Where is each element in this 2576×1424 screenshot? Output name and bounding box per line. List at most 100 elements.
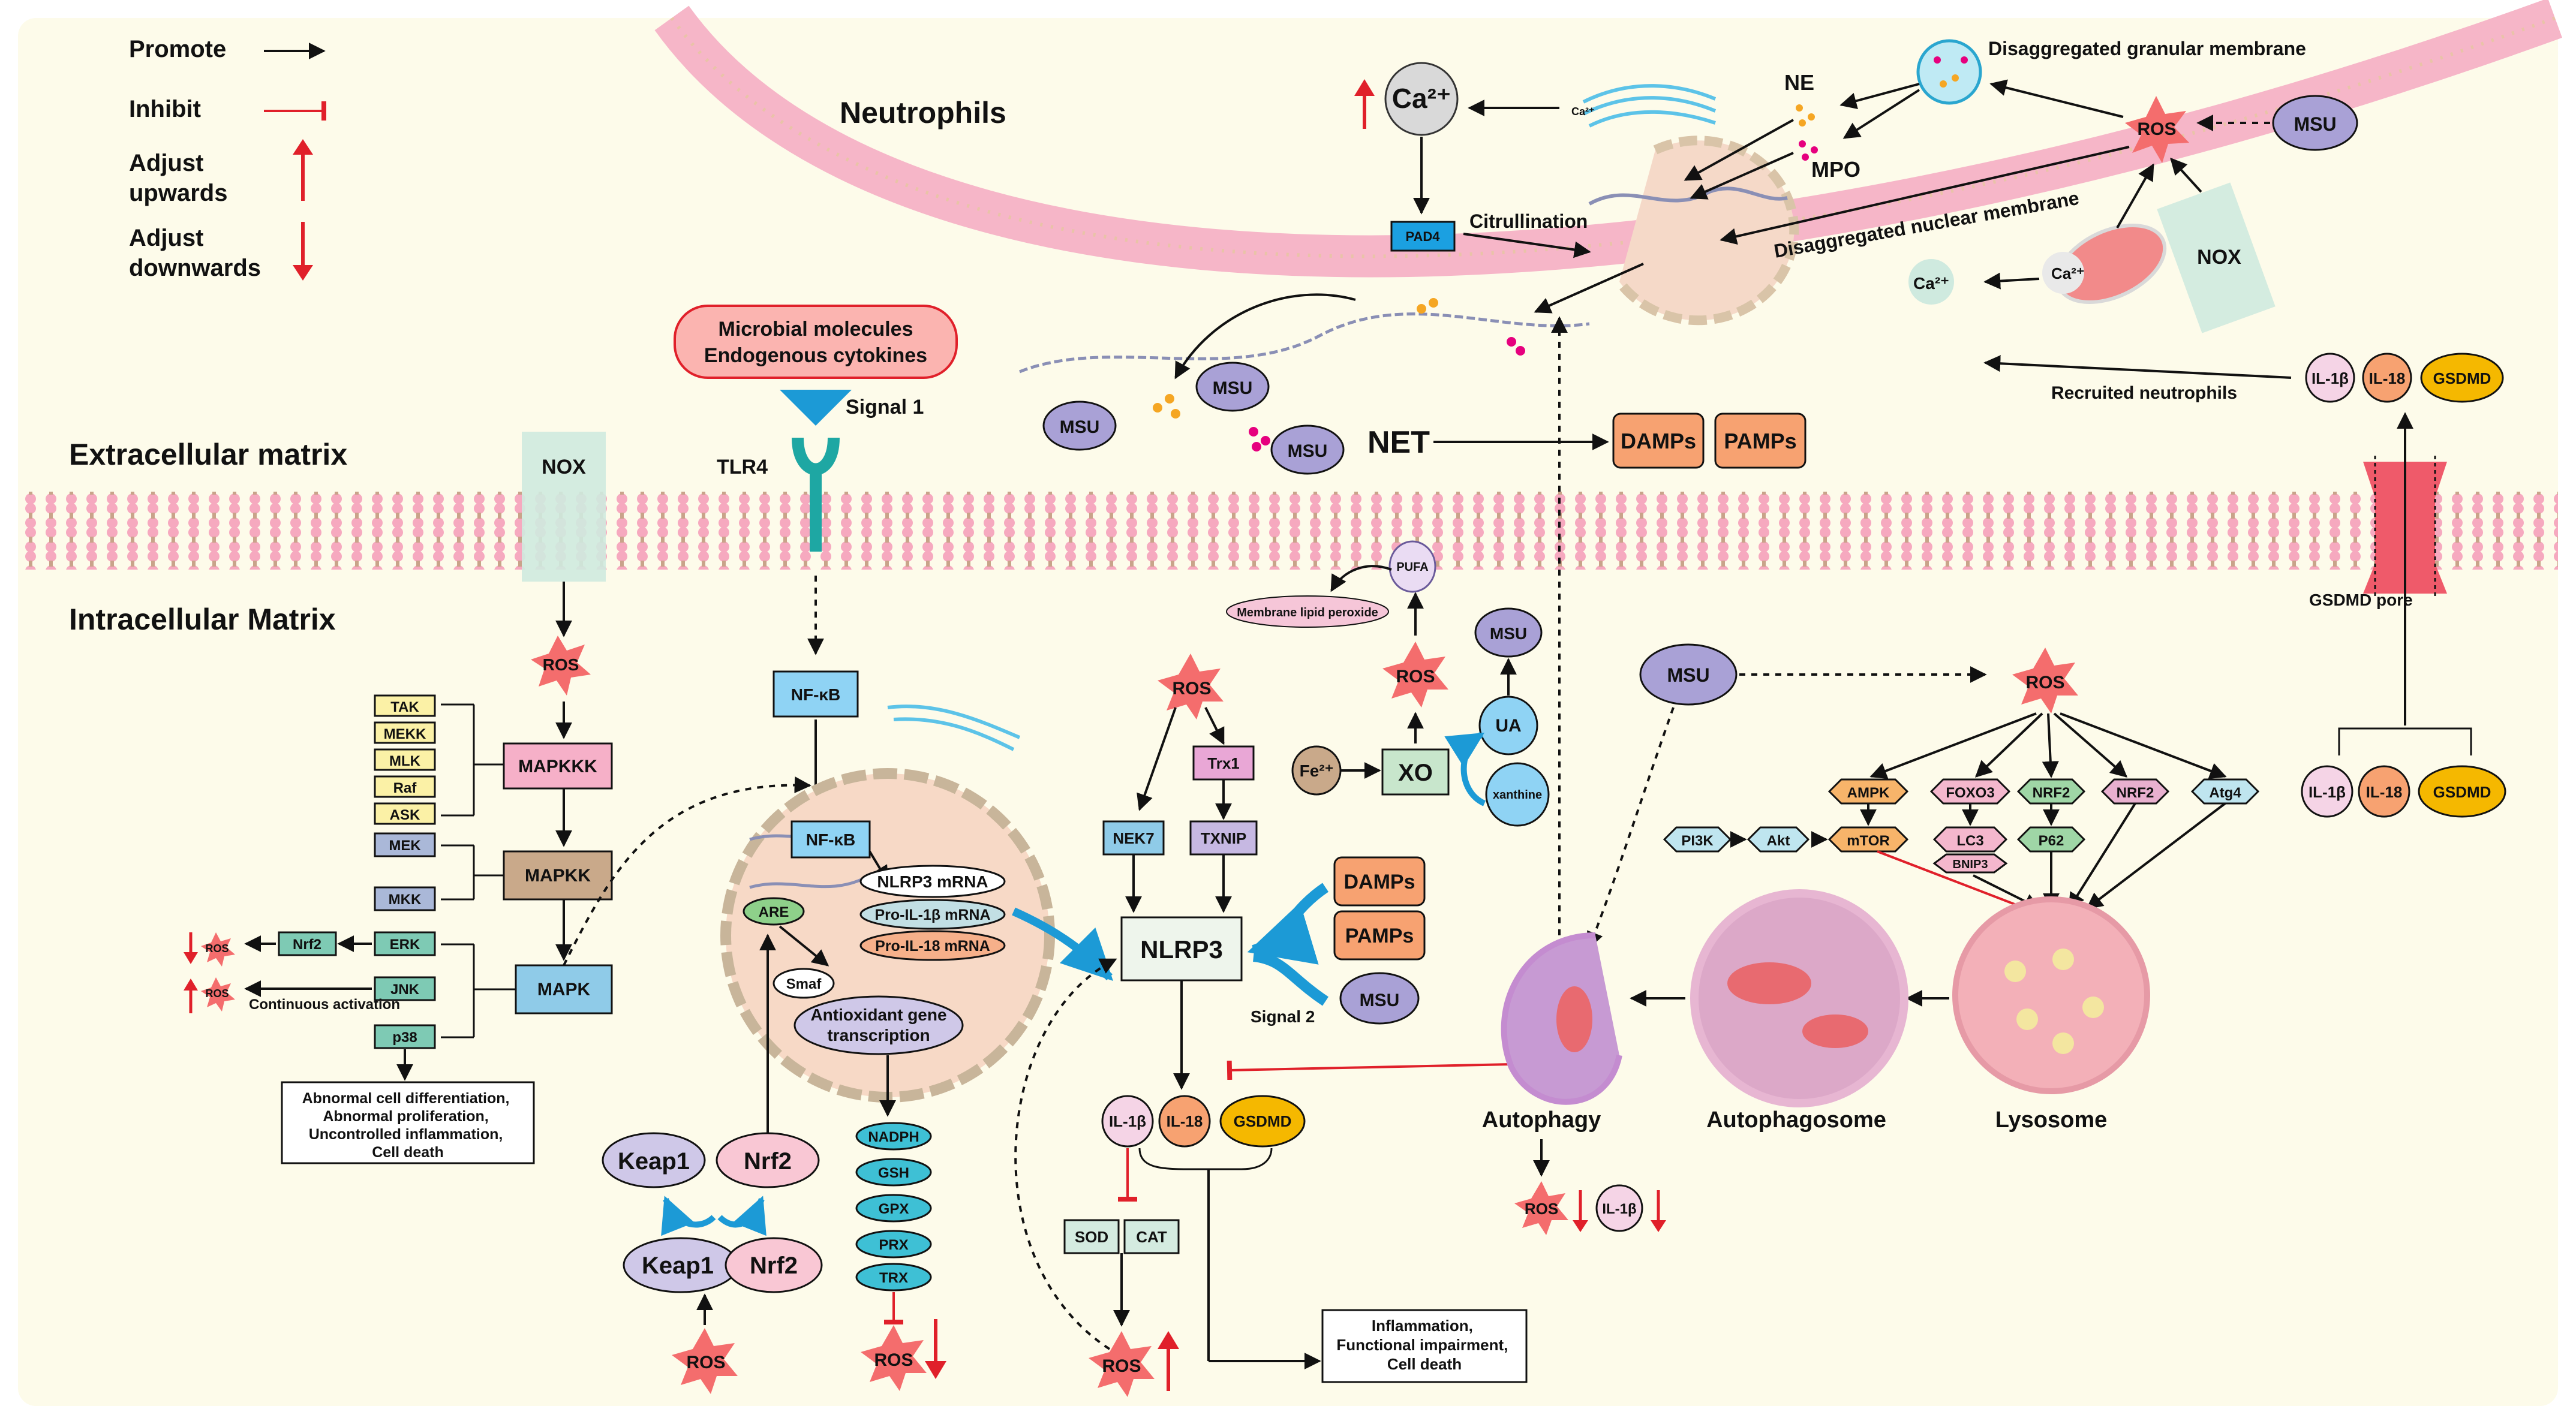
msu-neutrophil-label: MSU [2294,113,2336,135]
mapkkk-label: MAPKKK [518,757,597,776]
ros-enzyme: ROS [874,1350,913,1370]
ros-star-inf [1089,1331,1155,1397]
k-2: p38 [392,1029,417,1046]
ros-xo: ROS [1396,667,1435,687]
bnip3-label: BNIP3 [1953,858,1988,871]
pufa-label: PUFA [1396,561,1428,574]
continuous-label: Continuous activation [249,997,400,1013]
txnip-box [1189,820,1258,856]
lc3-label: LC3 [1956,833,1983,849]
trx1-box [1192,745,1255,781]
ros-a: ROS [205,943,229,955]
kkk-1: MEKK [384,726,426,742]
net-label: NET [1367,425,1430,460]
nrf2-small-label: Nrf2 [293,937,321,953]
auto-msu-label: MSU [1667,664,1709,686]
nlrp3-label: NLRP3 [1140,935,1223,964]
fe-label: Fe²⁺ [1300,761,1334,780]
antiox-1: Antioxidant gene [810,1005,946,1024]
smaf-label: Smaf [786,976,822,992]
keap1-label: Keap1 [618,1148,690,1175]
neutrophils-label: Neutrophils [840,96,1006,130]
gsdmd-pore-region: GSDMD pore IL-1β IL-18 GSDMD [2301,412,2506,818]
rc-il18: IL-18 [2369,369,2406,387]
lysosome-label: Lysosome [1995,1107,2108,1133]
ros-star-nlrp3 [1158,654,1224,719]
antiox-node [793,995,964,1055]
keap1-node [602,1132,706,1188]
net-strand [1019,312,1590,374]
autophagy-label: Autophagy [1482,1107,1601,1133]
net-msu-2 [1042,401,1117,451]
legend-adjust-up-2: upwards [129,180,227,206]
kkk-2: MLK [389,753,421,769]
pore-il18: IL-18 [2366,783,2403,801]
p62-label: P62 [2039,833,2064,849]
legend-promote: Promote [129,36,226,62]
mapk-label: MAPK [537,980,591,999]
are-node [743,897,805,926]
cell-membrane [18,492,2558,570]
citrullination-label: Citrullination [1469,210,1588,232]
svg-text:Inflammation, Functional: Inflammation, Functional impairment, Cel… [1336,1317,1512,1373]
inf-msu-label: MSU [1360,991,1400,1010]
autophagosome-label: Autophagosome [1706,1107,1886,1133]
k-list: ERK JNK p38 [374,931,516,1049]
ca-free: Ca²⁺ [1913,274,1949,293]
sod-label: SOD [1075,1228,1108,1246]
mrna-3: Pro-IL-18 mRNA [875,938,990,955]
ros-star-xo [1382,642,1448,708]
msu-neutrophil [2272,95,2358,151]
antiox-2: transcription [827,1026,930,1044]
inf-damps [1333,856,1426,907]
ros-nlrp3: ROS [1172,679,1211,699]
ros-star-keap [672,1328,738,1394]
auto-node-0: AMPK [1847,785,1890,801]
inf-outcome-3: Cell death [1387,1355,1462,1373]
kk-list: MEK MKK [374,832,504,911]
mapk-outcome-2: Abnormal proliferation, [323,1108,488,1125]
kkk-list: TAK MEKK MLK Raf ASK [374,694,504,825]
enzyme-4: TRX [879,1270,908,1286]
nfkb-nucleus-label: NF-κB [806,830,855,849]
intracellular-label: Intracellular Matrix [69,603,336,636]
inf-outcome-1: Inflammation, [1372,1317,1473,1335]
signal1-line2: Endogenous cytokines [704,344,927,367]
granule-icon [1916,39,1982,105]
mtor-label: mTOR [1847,833,1890,849]
nrf2-small [278,931,337,956]
autophagy-region: MSU ROS AMPK FOXO3 NRF2 NRF2 Atg4 PI3K A… [1482,316,2260,1235]
sod-box [1063,1219,1120,1254]
net-msu-2-label: MSU [1060,417,1100,437]
extracellular-label: Extracellular matrix [69,438,347,471]
lysosome-icon [1952,896,2150,1094]
pad4-label: PAD4 [1405,229,1440,244]
xo-box [1381,748,1450,796]
xo-region: PUFA Membrane lipid peroxide ROS MSU UA … [1226,540,1550,827]
auto-msu [1639,643,1738,706]
ne-label: NE [1784,70,1814,95]
nox-label: NOX [542,456,586,478]
legend-inhibit: Inhibit [129,96,201,122]
mpo-label: MPO [1811,157,1860,182]
legend-adjust-down-1: Adjust [129,225,203,251]
enzyme-3: PRX [879,1237,908,1253]
recruited-label: Recruited neutrophils [2051,383,2237,403]
net-msu-3 [1270,425,1345,475]
mapkk-label: MAPKK [525,866,591,886]
legend-adjust-up-1: Adjust [129,150,203,176]
net-pamps-label: PAMPs [1724,429,1796,453]
granular-label: Disaggregated granular membrane [1988,38,2306,59]
pore-gsdmd: GSDMD [2433,783,2491,801]
keap1-complex: Keap1 [642,1253,714,1279]
cat-label: CAT [1136,1228,1167,1246]
inf-msu [1339,972,1420,1025]
xanthine-label: xanthine [1493,788,1542,802]
nfkb-nucleus [790,820,871,859]
background-panel [18,18,2558,1406]
net-pamps [1714,413,1806,469]
svg-text:Abnormal cell differentiation,: Abnormal cell differentiation, Abnormal … [302,1090,514,1161]
